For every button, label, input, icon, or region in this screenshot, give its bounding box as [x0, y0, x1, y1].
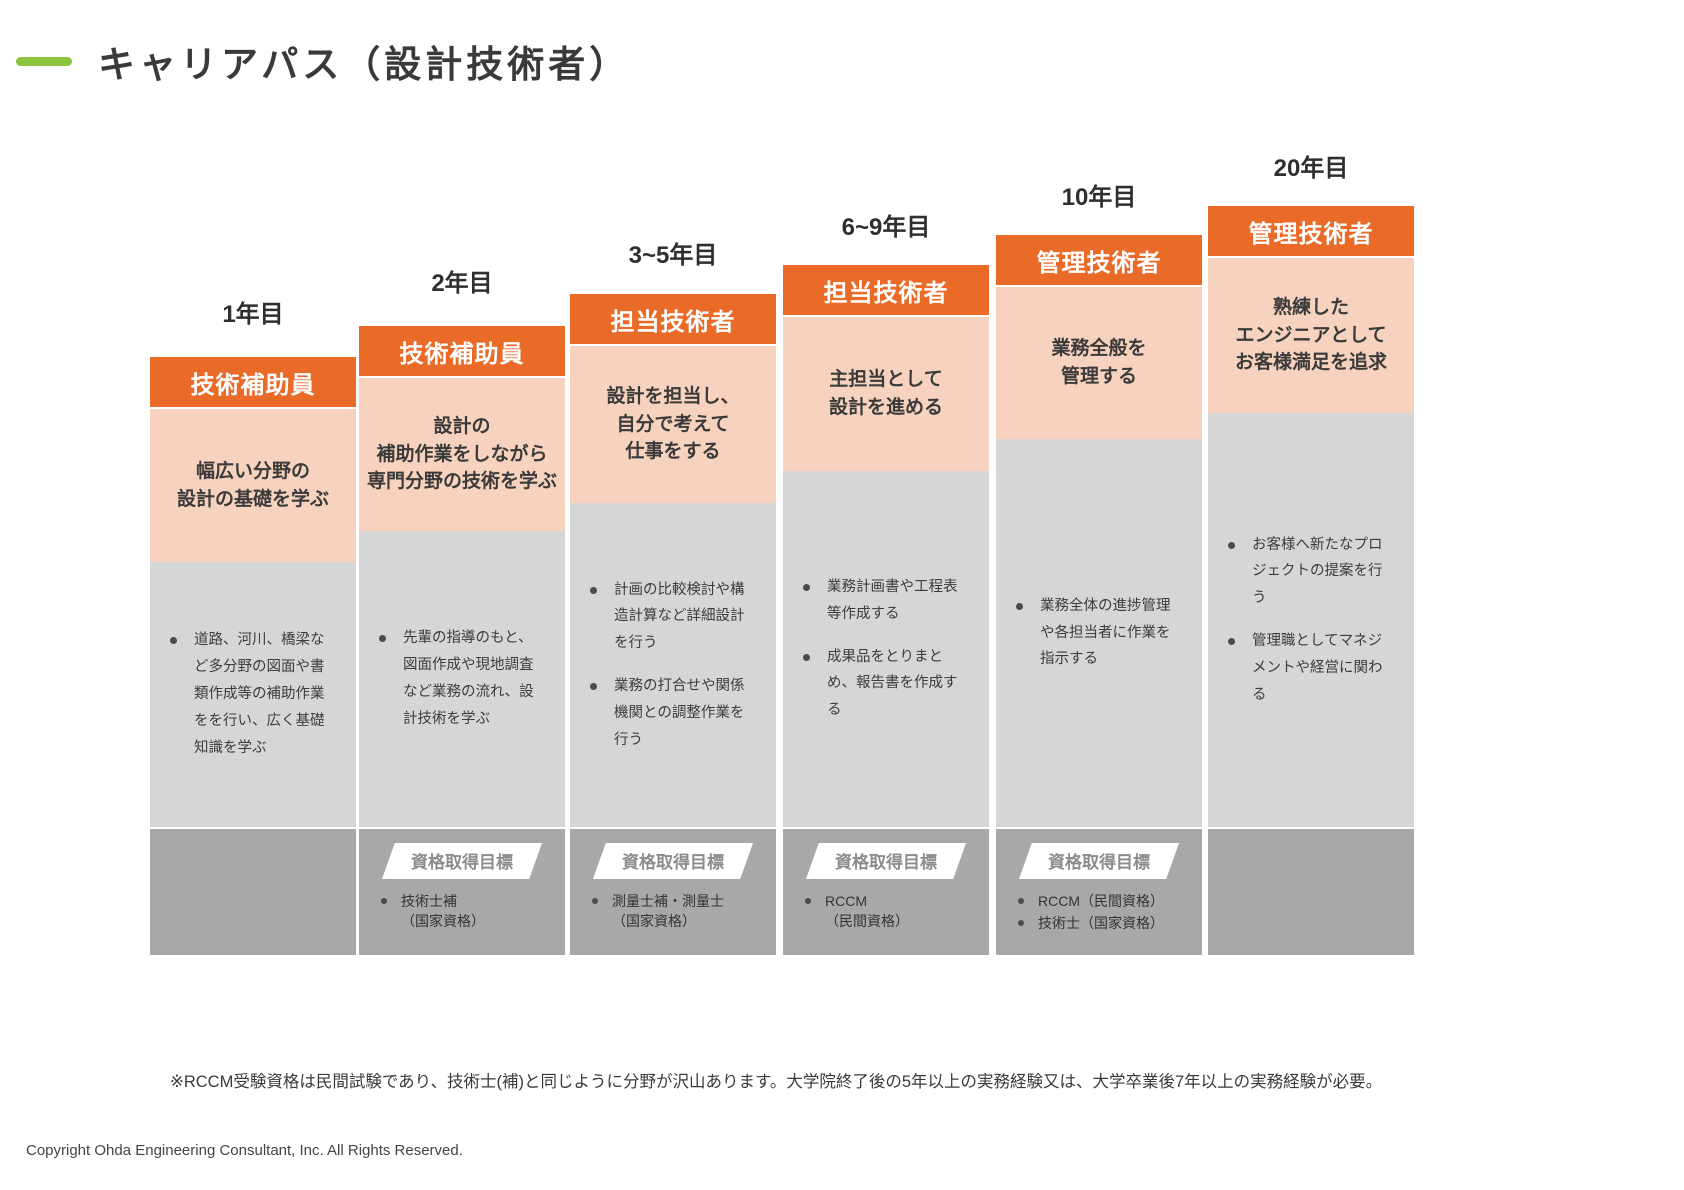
duty-item: 業務全体の進捗管理や各担当者に作業を指示する: [1014, 593, 1184, 673]
duty-item: 管理職としてマネジメントや経営に関わる: [1226, 628, 1396, 708]
duty-item: 道路、河川、橋梁など多分野の図面や書類作成等の補助作業をを行い、広く基礎知識を学…: [168, 627, 338, 761]
certification-goal-badge: 資格取得目標: [593, 843, 753, 879]
role-title-bar: 担当技術者: [570, 294, 776, 346]
duties-list-container: 業務計画書や工程表等作成する成果品をとりまとめ、報告書を作成する: [783, 471, 989, 827]
career-stage-column: 管理技術者業務全般を 管理する業務全体の進捗管理や各担当者に作業を指示する資格取…: [996, 235, 1202, 955]
duties-list-container: 先輩の指導のもと、図面作成や現地調査など業務の流れ、設計技術を学ぶ: [359, 531, 565, 827]
stage-summary: 熟練した エンジニアとして お客様満足を追求: [1208, 258, 1414, 413]
certification-item: 技術士補 （国家資格）: [377, 891, 553, 932]
green-dash-icon: [16, 56, 72, 66]
stage-summary: 主担当として 設計を進める: [783, 317, 989, 471]
career-stage-column: 担当技術者設計を担当し、 自分で考えて 仕事をする計画の比較検討や構造計算など詳…: [570, 294, 776, 955]
certification-item: RCCM（民間資格）: [1014, 891, 1190, 911]
duties-list-container: 道路、河川、橋梁など多分野の図面や書類作成等の補助作業をを行い、広く基礎知識を学…: [150, 562, 356, 827]
role-title-bar: 担当技術者: [783, 265, 989, 317]
certification-item: 測量士補・測量士 （国家資格）: [588, 891, 764, 932]
stage-summary: 設計を担当し、 自分で考えて 仕事をする: [570, 346, 776, 503]
page-title: キャリアパス（設計技術者）: [98, 44, 631, 85]
certification-band: 資格取得目標: [150, 827, 356, 955]
duties-list-container: 業務全体の進捗管理や各担当者に作業を指示する: [996, 439, 1202, 827]
certification-goal-badge: 資格取得目標: [1019, 843, 1179, 879]
certification-band: 資格取得目標測量士補・測量士 （国家資格）: [570, 827, 776, 955]
role-title-bar: 技術補助員: [359, 326, 565, 378]
duty-item: 計画の比較検討や構造計算など詳細設計を行う: [588, 577, 758, 657]
certification-band: 資格取得目標 RCCM （民間資格）: [783, 827, 989, 955]
duties-list-container: 計画の比較検討や構造計算など詳細設計を行う業務の打合せや関係機関との調整作業を行…: [570, 503, 776, 827]
year-label-5: 10年目: [1061, 184, 1137, 211]
stage-summary: 幅広い分野の 設計の基礎を学ぶ: [150, 409, 356, 562]
career-stage-column: 管理技術者熟練した エンジニアとして お客様満足を追求お客様へ新たなプロジェクト…: [1208, 206, 1414, 955]
certification-band: 資格取得目標 RCCM（民間資格）技術士（国家資格）: [996, 827, 1202, 955]
duties-list-container: お客様へ新たなプロジェクトの提案を行う管理職としてマネジメントや経営に関わる: [1208, 413, 1414, 827]
footnote: ※RCCM受験資格は民間試験であり、技術士(補)と同じように分野が沢山あります。…: [170, 1073, 1383, 1091]
role-title-bar: 技術補助員: [150, 357, 356, 409]
certification-goal-badge: 資格取得目標: [806, 843, 966, 879]
year-label-4: 6~9年目: [841, 214, 931, 241]
year-label-2: 2年目: [431, 270, 493, 297]
role-title-bar: 管理技術者: [996, 235, 1202, 287]
career-stage-column: 技術補助員設計の 補助作業をしながら 専門分野の技術を学ぶ先輩の指導のもと、図面…: [359, 326, 565, 955]
page-title-row: キャリアパス（設計技術者）: [0, 34, 630, 88]
duty-item: 業務計画書や工程表等作成する: [801, 574, 971, 628]
certification-item: RCCM （民間資格）: [801, 891, 977, 932]
career-path-chart: 1年目技術補助員幅広い分野の 設計の基礎を学ぶ道路、河川、橋梁など多分野の図面や…: [150, 155, 1414, 955]
certification-goal-badge: 資格取得目標: [382, 843, 542, 879]
certification-item: 技術士（国家資格）: [1014, 913, 1190, 933]
duty-item: 先輩の指導のもと、図面作成や現地調査など業務の流れ、設計技術を学ぶ: [377, 625, 547, 732]
duty-item: お客様へ新たなプロジェクトの提案を行う: [1226, 532, 1396, 612]
year-label-3: 3~5年目: [628, 242, 718, 269]
year-label-6: 20年目: [1273, 155, 1349, 182]
year-label-1: 1年目: [222, 301, 284, 328]
duty-item: 業務の打合せや関係機関との調整作業を行う: [588, 673, 758, 753]
duty-item: 成果品をとりまとめ、報告書を作成する: [801, 644, 971, 724]
stage-summary: 業務全般を 管理する: [996, 287, 1202, 439]
role-title-bar: 管理技術者: [1208, 206, 1414, 258]
certification-band: 資格取得目標: [1208, 827, 1414, 955]
career-stage-column: 技術補助員幅広い分野の 設計の基礎を学ぶ道路、河川、橋梁など多分野の図面や書類作…: [150, 357, 356, 955]
certification-band: 資格取得目標技術士補 （国家資格）: [359, 827, 565, 955]
career-stage-column: 担当技術者主担当として 設計を進める業務計画書や工程表等作成する成果品をとりまと…: [783, 265, 989, 955]
stage-summary: 設計の 補助作業をしながら 専門分野の技術を学ぶ: [359, 378, 565, 531]
copyright-text: Copyright Ohda Engineering Consultant, I…: [26, 1142, 463, 1159]
